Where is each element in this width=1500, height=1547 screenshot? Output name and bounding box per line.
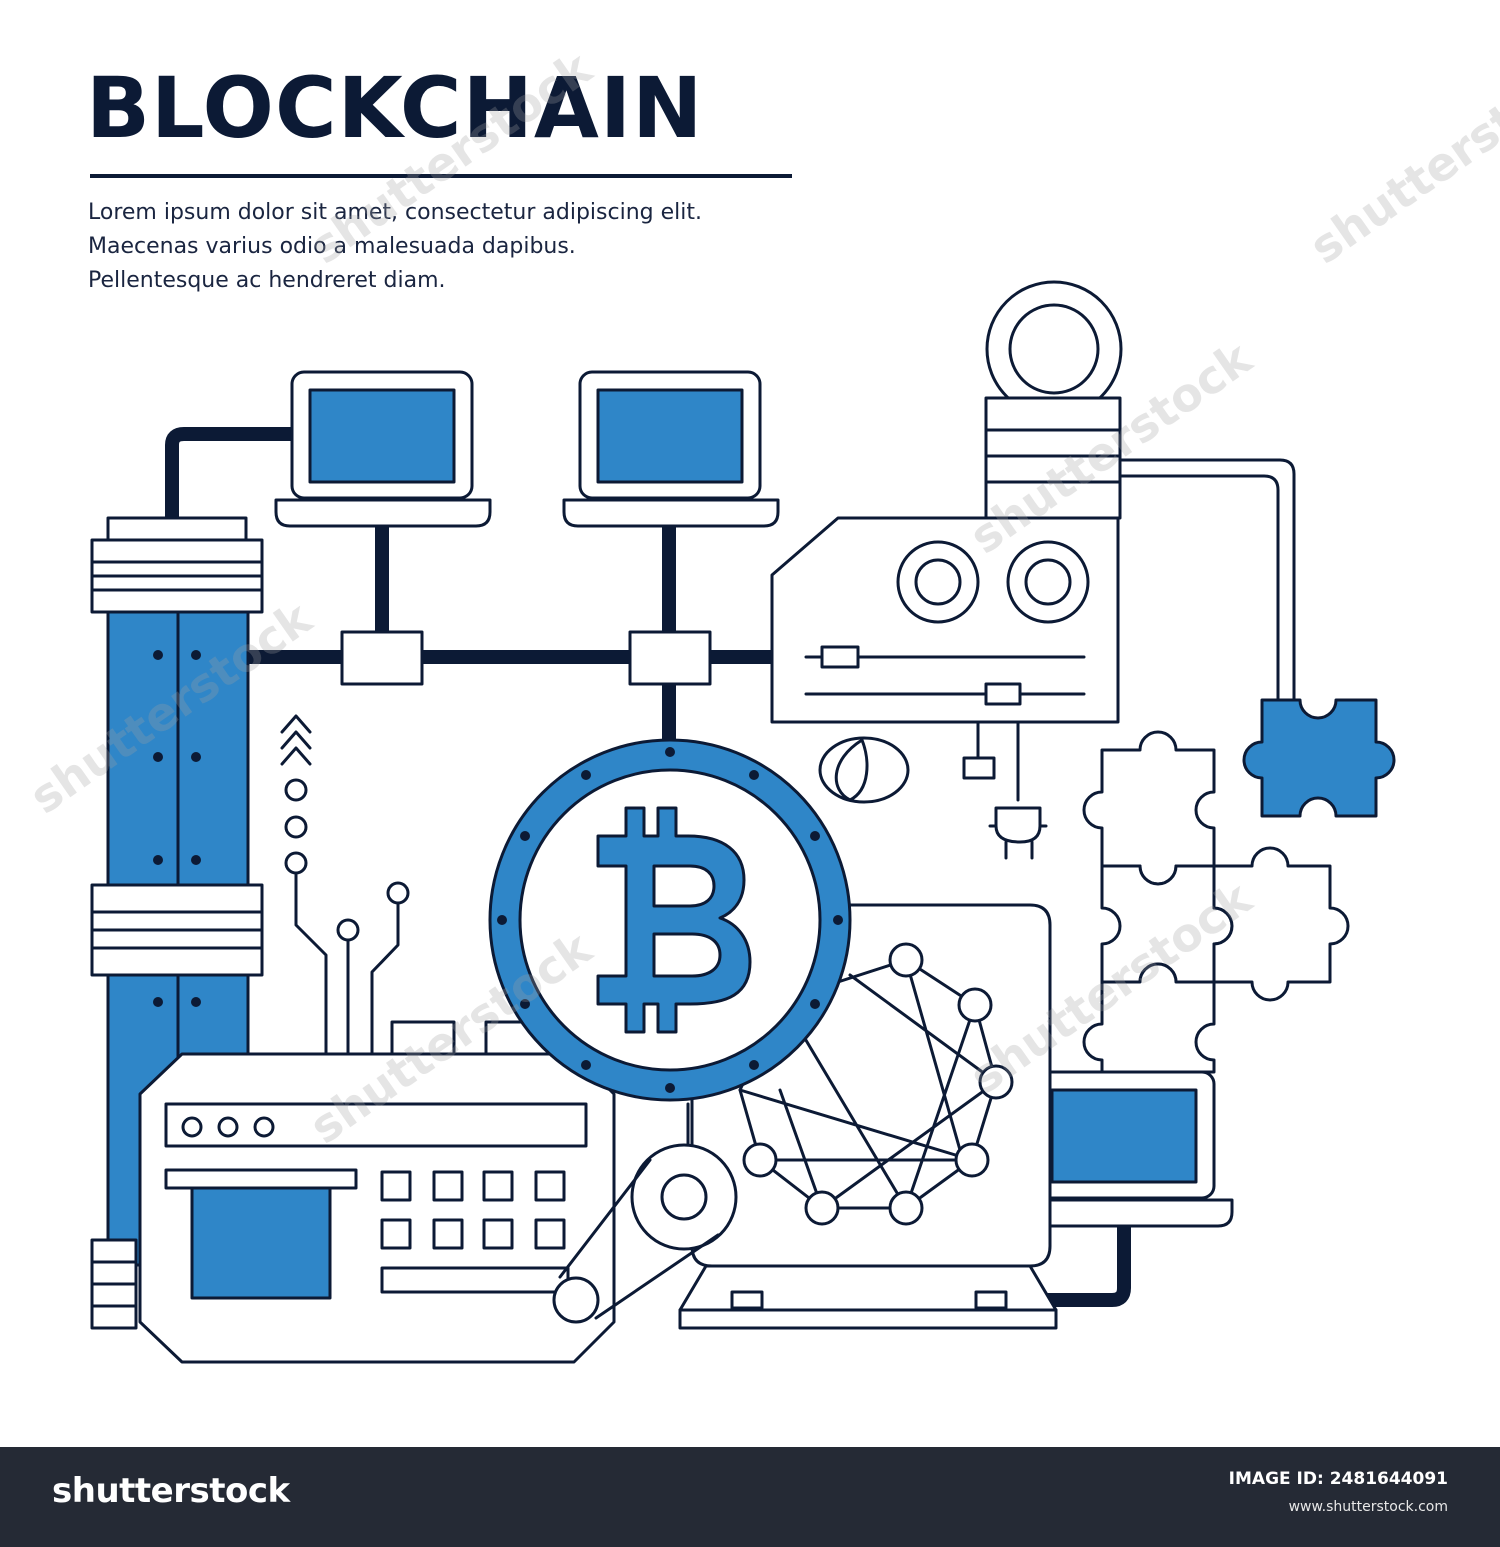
network-icon xyxy=(738,942,1014,1226)
blockchain-illustration xyxy=(90,280,1396,1364)
intro-line: Maecenas varius odio a malesuada dapibus… xyxy=(88,234,576,259)
puzzle-icon xyxy=(1242,698,1396,818)
intro-line: Lorem ipsum dolor sit amet, consectetur … xyxy=(88,200,702,225)
bitcoin-icon xyxy=(488,738,852,1102)
intro-line: Pellentesque ac hendreret diam. xyxy=(88,268,446,293)
title-divider xyxy=(90,174,792,178)
network-node xyxy=(628,630,712,686)
puzzle-icon xyxy=(1082,730,1350,1074)
site-url[interactable]: www.shutterstock.com xyxy=(1288,1499,1448,1515)
footer-bar: shutterstock IMAGE ID: 2481644091 www.sh… xyxy=(0,1447,1500,1547)
gauge-icon xyxy=(1006,540,1090,624)
laptop-icon xyxy=(562,370,780,528)
laptop-icon xyxy=(274,370,492,528)
gear-clamp xyxy=(90,1238,138,1330)
gear-clamp xyxy=(90,516,264,614)
gear-clamp xyxy=(90,883,264,977)
pulley-icon xyxy=(552,1102,738,1324)
circuit-traces xyxy=(294,871,410,1057)
laptop-icon xyxy=(1016,1070,1234,1228)
page-title: BLOCKCHAIN xyxy=(86,59,704,157)
upload-arrows-icon xyxy=(280,714,312,875)
network-cable xyxy=(165,427,1131,1307)
plug-icon xyxy=(988,720,1048,860)
server-icon xyxy=(984,280,1296,702)
control-panel xyxy=(770,516,1120,804)
network-node xyxy=(340,630,424,686)
atm-icon xyxy=(138,1020,616,1364)
gauge-icon xyxy=(896,540,980,624)
image-id: IMAGE ID: 2481644091 xyxy=(1228,1469,1448,1489)
brand-logo: shutterstock xyxy=(52,1471,290,1511)
intro-paragraph: Lorem ipsum dolor sit amet, consectetur … xyxy=(88,196,848,298)
